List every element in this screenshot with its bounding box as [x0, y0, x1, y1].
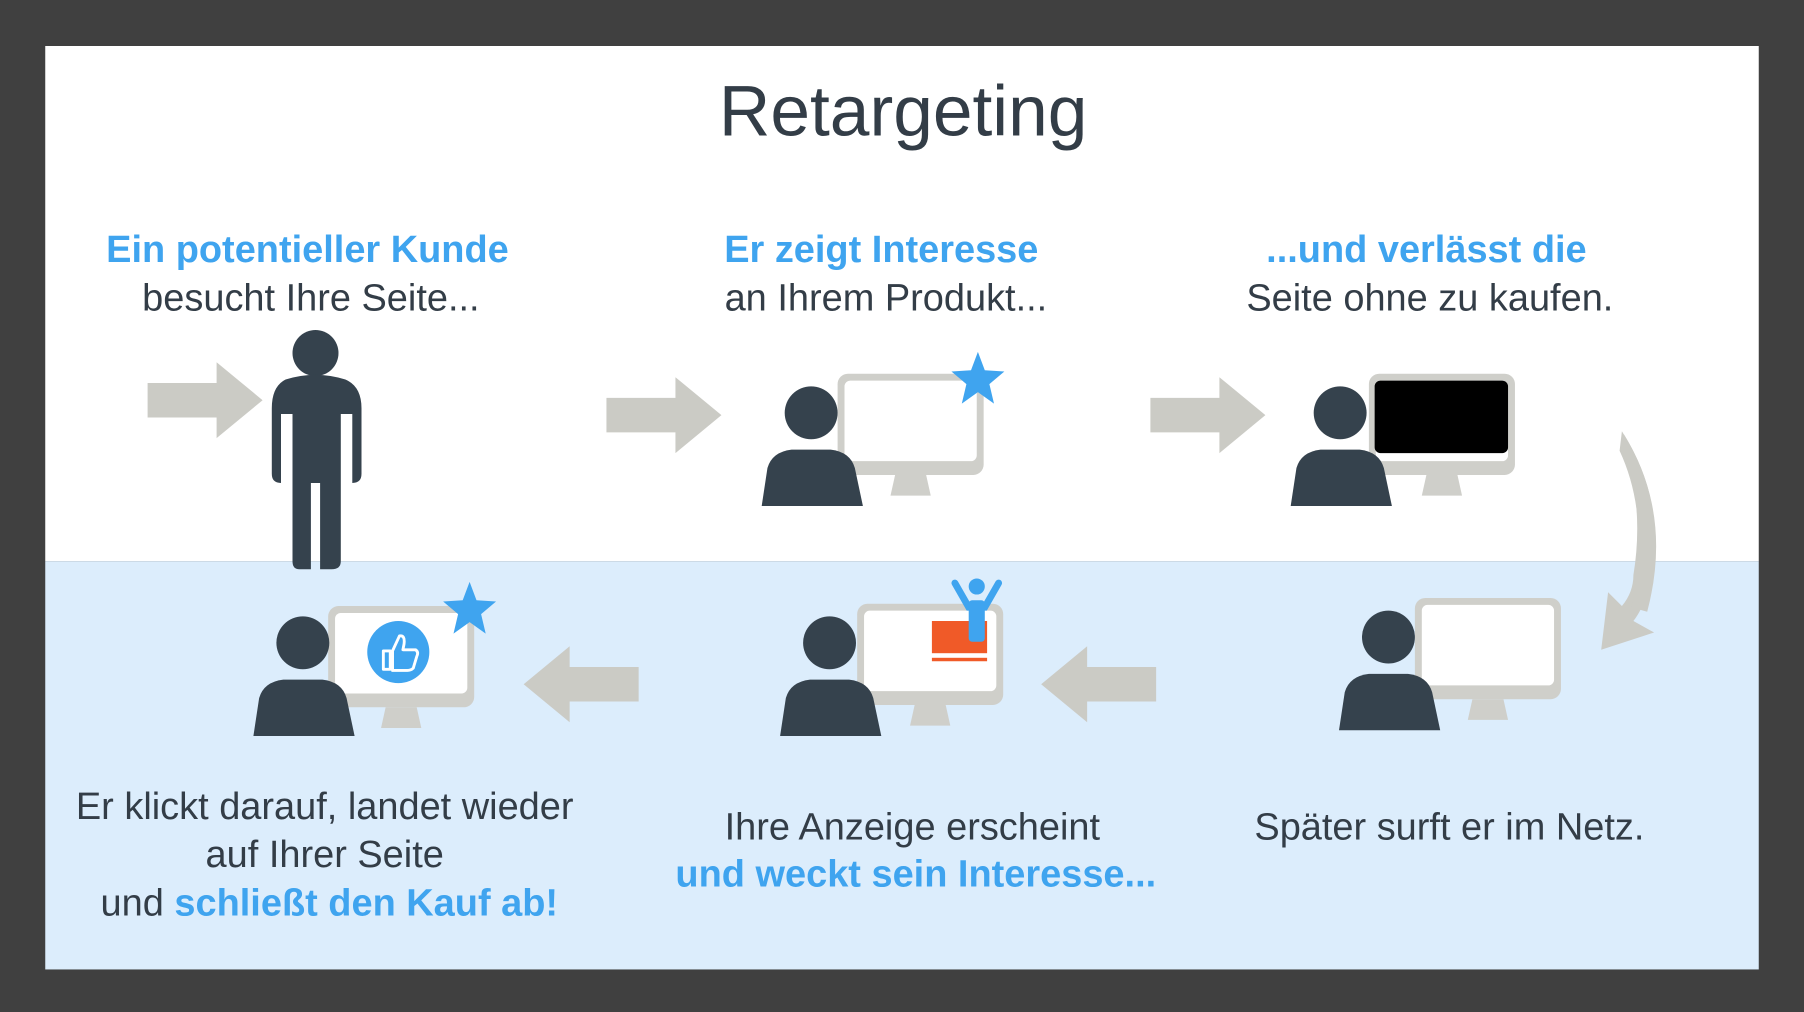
step5-text: Ihre Anzeige erscheint [725, 807, 1101, 849]
step5-highlight: und weckt sein Interesse... [675, 854, 1156, 896]
step4-text: Später surft er im Netz. [1254, 807, 1644, 849]
step3-highlight: ...und verlässt die [1266, 229, 1586, 271]
monitor-off-icon [1368, 373, 1515, 496]
step6-highlight: schließt den Kauf ab! [174, 882, 558, 924]
thumbs-up-icon [367, 621, 430, 684]
standing-person-icon [271, 330, 362, 570]
step6-line3: und schließt den Kauf ab! [101, 882, 558, 924]
step1-text: besucht Ihre Seite... [142, 278, 479, 320]
step3-text: Seite ohne zu kaufen. [1246, 278, 1613, 320]
curved-arrow-icon [1601, 431, 1657, 650]
step1-highlight: Ein potentieller Kunde [106, 229, 509, 271]
cheering-figure-icon [951, 578, 1003, 642]
step2-text: an Ihrem Produkt... [725, 278, 1048, 320]
step6-line1: Er klickt darauf, landet wieder [76, 786, 574, 828]
step2-highlight: Er zeigt Interesse [724, 229, 1038, 271]
step6-line2: auf Ihrer Seite [206, 834, 444, 876]
page-title: Retargeting [719, 72, 1088, 152]
step6-line3-prefix: und [101, 882, 175, 924]
